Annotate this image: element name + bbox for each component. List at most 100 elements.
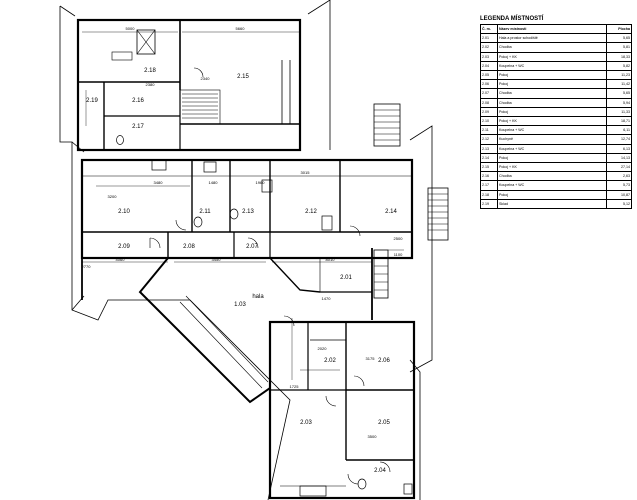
legend-room-name: Pokoj + KK <box>497 51 607 62</box>
legend-room-number: 2.17 <box>480 180 498 191</box>
legend-room-name: Chodba <box>497 171 607 182</box>
legend-room-number: 2.08 <box>480 97 498 108</box>
legend-room-name: Koupelna + WC <box>497 180 607 191</box>
legend-room-area: 12,74 <box>606 134 632 145</box>
room-label-2-19: 2.19 <box>86 98 98 104</box>
room-label-2-08: 2.08 <box>183 244 195 250</box>
dim-3500: 3500 <box>368 434 378 439</box>
dim-3450: 3450 <box>212 257 222 262</box>
legend-room-area: Plocha <box>606 23 632 35</box>
middle-band-walls <box>80 158 414 320</box>
room-label-2-05: 2.05 <box>378 420 390 426</box>
upper-wing-walls <box>76 18 302 152</box>
legend-room-area: 5,65 <box>606 88 632 99</box>
legend-room-number: 2.10 <box>480 116 498 127</box>
lower-walls <box>268 320 416 500</box>
dim-5000: 5000 <box>126 26 136 31</box>
legend-room-area: 18,33 <box>606 51 632 62</box>
dim-1960: 1960 <box>256 180 266 185</box>
legend-room-name: Pokoj <box>497 79 607 90</box>
legend-room-name: Pokoj <box>497 189 607 200</box>
legend-room-name: Kuchyně <box>497 134 607 145</box>
room-label-2-17: 2.17 <box>132 124 144 130</box>
dim-3015: 3015 <box>301 170 311 175</box>
legend-room-area: 5,12 <box>606 198 632 210</box>
dim-4060: 4060 <box>116 257 126 262</box>
dim-1725: 1725 <box>290 384 300 389</box>
dim-3480: 3480 <box>154 180 164 185</box>
legend-room-number: 2.14 <box>480 152 498 164</box>
legend-title: LEGENDA MÍSTNOSTÍ <box>480 16 544 22</box>
legend-room-name: Hala a prostor schodiště <box>497 33 607 44</box>
room-label-2-03: 2.03 <box>300 420 312 426</box>
room-labels: 2.18 2.15 2.19 2.16 2.17 2.10 2.11 2.13 … <box>86 68 397 474</box>
legend-room-number: 2.18 <box>480 189 498 200</box>
legend-room-number: 2.03 <box>480 51 498 62</box>
legend-room-number: 2.09 <box>480 106 498 118</box>
legend-room-area: 6,13 <box>606 143 632 154</box>
legend-room-area: 5,81 <box>606 42 632 53</box>
legend-room-number: 2.19 <box>480 198 498 210</box>
hall-walls <box>138 257 372 404</box>
dim-2500: 2500 <box>394 236 404 241</box>
room-label-2-02: 2.02 <box>324 358 336 364</box>
legend-room-area: 14,13 <box>606 152 632 164</box>
room-label-2-04: 2.04 <box>374 468 386 474</box>
fixtures <box>116 135 413 497</box>
door-swings <box>149 67 391 485</box>
dim-5660: 5660 <box>236 26 246 31</box>
legend-room-name: Koupelna + WC <box>497 125 607 136</box>
dim-3200: 3200 <box>108 194 118 199</box>
legend-room-area: 27,14 <box>606 162 632 173</box>
legend-room-area: 11,33 <box>606 106 632 118</box>
legend-room-number: 2.15 <box>480 162 498 173</box>
legend-room-area: 6,11 <box>606 125 632 136</box>
dim-2380: 2380 <box>146 82 156 87</box>
legend-room-number: 2.05 <box>480 70 498 81</box>
legend-room-number: 2.01 <box>480 33 498 44</box>
dim-8010: 8010 <box>326 257 336 262</box>
room-label-2-11: 2.11 <box>199 209 211 215</box>
roof-outline <box>59 0 433 500</box>
dimension-lines <box>82 31 404 380</box>
legend-room-number: 2.16 <box>480 171 498 182</box>
room-label-2-12: 2.12 <box>305 209 317 215</box>
legend-room-name: Chodba <box>497 88 607 99</box>
legend-room-name: Koupelna + WC <box>497 143 607 154</box>
legend-room-area: 18,71 <box>606 116 632 127</box>
dim-2340: 2340 <box>201 76 211 81</box>
legend-room-name: Chodba <box>497 42 607 53</box>
legend-room-name: Název místnosti <box>497 23 607 35</box>
legend-room-area: 2,63 <box>606 171 632 182</box>
legend-room-name: Sklad <box>497 198 607 210</box>
dim-2770: 2770 <box>82 264 92 269</box>
legend-room-name: Pokoj <box>497 106 607 118</box>
legend-room-name: Pokoj <box>497 70 607 81</box>
legend-room-number: 2.13 <box>480 143 498 154</box>
legend-room-area: 5,65 <box>606 33 632 44</box>
room-label-2-06: 2.06 <box>378 358 390 364</box>
room-label-2-09: 2.09 <box>118 244 130 250</box>
room-label-2-16: 2.16 <box>132 98 144 104</box>
legend-room-name: Chodba <box>497 97 607 108</box>
legend-room-number: Č. m. <box>480 23 498 35</box>
legend-room-number: 2.07 <box>480 88 498 99</box>
room-label-2-14: 2.14 <box>385 209 397 215</box>
room-label-2-10: 2.10 <box>118 209 130 215</box>
